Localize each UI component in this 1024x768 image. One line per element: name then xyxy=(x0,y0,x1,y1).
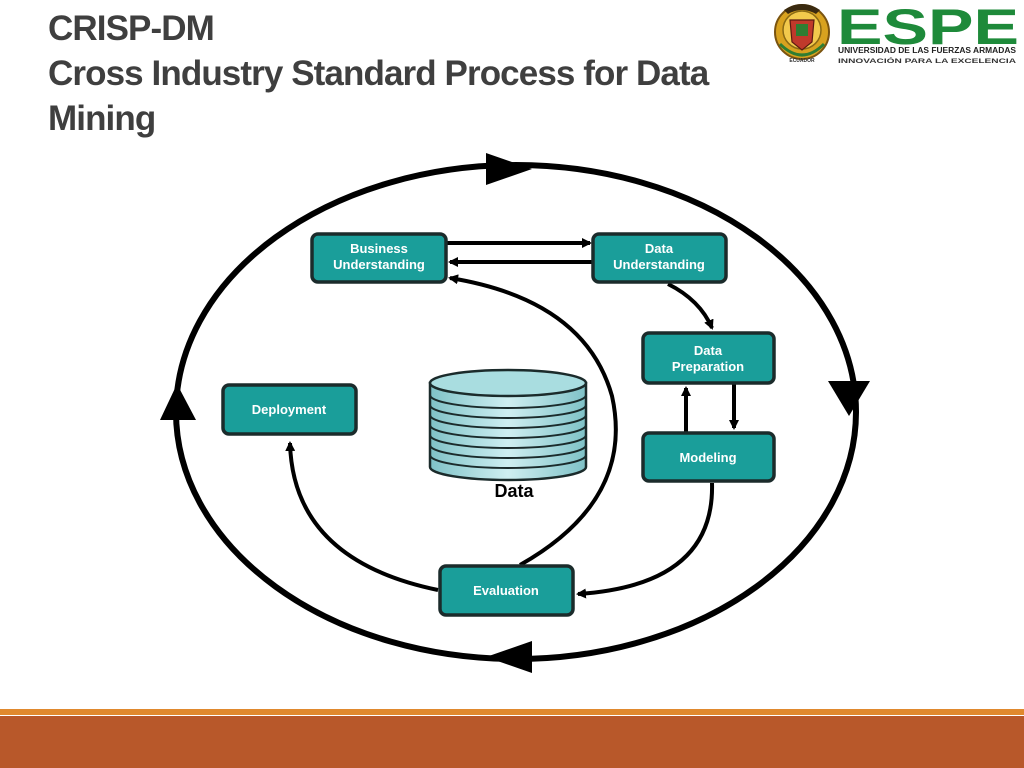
data-preparation-box[interactable]: Data Preparation xyxy=(641,331,776,385)
outer-arrow-top-icon xyxy=(486,153,532,185)
modeling-label: Modeling xyxy=(679,450,736,465)
outer-arrow-left-icon xyxy=(160,384,196,420)
business-understanding-box[interactable]: Business Understanding xyxy=(310,232,448,284)
espe-logo: ECUADOR ESPE UNIVERSIDAD DE LAS FUERZAS … xyxy=(774,0,1019,65)
footer-bar xyxy=(0,716,1024,768)
slide-title: CRISP-DM Cross Industry Standard Process… xyxy=(48,6,788,141)
title-line-2: Cross Industry Standard Process for Data xyxy=(48,54,709,93)
arrow-modeling-to-evaluation xyxy=(576,482,715,599)
svg-text:ECUADOR: ECUADOR xyxy=(789,58,815,64)
footer-accent-line xyxy=(0,709,1024,715)
logo-name: ESPE xyxy=(837,0,1019,55)
data-understanding-label-1: Data xyxy=(645,241,674,256)
inner-arrows xyxy=(285,238,739,599)
data-understanding-label-2: Understanding xyxy=(613,257,705,272)
data-understanding-box[interactable]: Data Understanding xyxy=(591,232,728,284)
modeling-box[interactable]: Modeling xyxy=(641,431,776,483)
evaluation-box[interactable]: Evaluation xyxy=(438,564,575,617)
arrow-evaluation-to-business xyxy=(448,274,618,567)
title-line-1: CRISP-DM xyxy=(48,9,215,48)
outer-arrow-bottom-icon xyxy=(486,641,532,673)
business-understanding-label-1: Business xyxy=(350,241,408,256)
database-icon xyxy=(428,368,588,482)
deployment-label: Deployment xyxy=(252,402,327,417)
arrow-data-to-preparation xyxy=(667,282,714,330)
data-preparation-label-1: Data xyxy=(694,343,723,358)
logo-tagline: INNOVACIÓN PARA LA EXCELENCIA xyxy=(838,57,1017,65)
data-label: Data xyxy=(494,481,534,501)
evaluation-label: Evaluation xyxy=(473,583,539,598)
logo-subtitle: UNIVERSIDAD DE LAS FUERZAS ARMADAS xyxy=(838,46,1017,55)
deployment-box[interactable]: Deployment xyxy=(221,383,358,436)
crisp-dm-diagram: Business Understanding Data Understandin… xyxy=(160,153,870,673)
outer-arrow-right-icon xyxy=(828,381,870,416)
title-line-3: Mining xyxy=(48,99,156,138)
university-seal-icon: ECUADOR xyxy=(774,4,830,64)
business-understanding-label-2: Understanding xyxy=(333,257,425,272)
data-preparation-label-2: Preparation xyxy=(672,359,744,374)
arrow-evaluation-to-deployment xyxy=(285,441,439,592)
